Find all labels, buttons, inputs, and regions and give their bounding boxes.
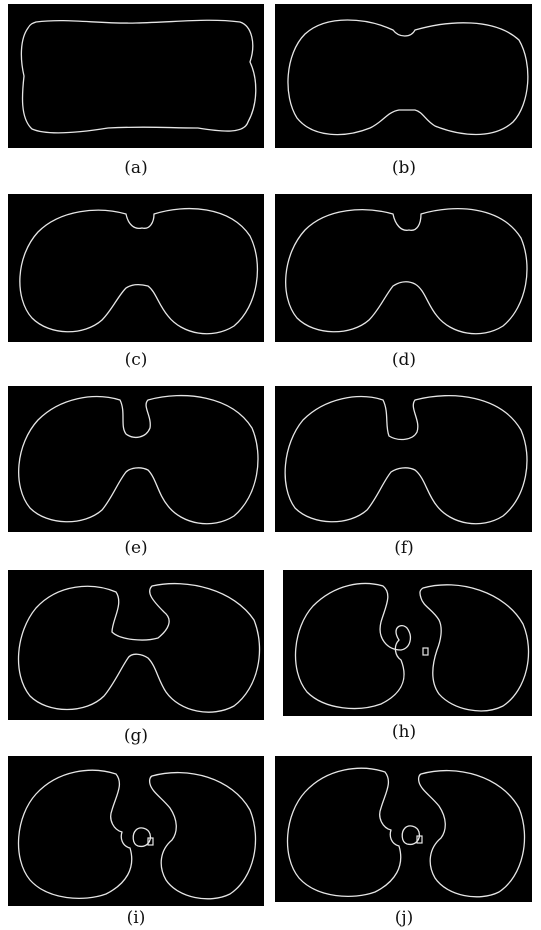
panel-f [275,386,532,532]
caption-b: (b) [364,158,444,178]
caption-f: (f) [364,538,444,558]
caption-h: (h) [364,722,444,742]
caption-d: (d) [364,350,444,370]
panel-g [8,570,264,720]
panel-d [275,194,532,342]
caption-e: (e) [96,538,176,558]
caption-g: (g) [96,726,176,746]
contour-f [275,386,532,532]
contour-b [275,4,532,148]
caption-c: (c) [96,350,176,370]
panel-c [8,194,264,342]
caption-a: (a) [96,158,176,178]
panel-e [8,386,264,532]
caption-j: (j) [364,908,444,928]
panel-j [275,756,532,902]
contour-h [283,570,532,716]
contour-c [8,194,264,342]
contour-e [8,386,264,532]
contour-j [275,756,532,902]
contour-i [8,756,264,906]
panel-b [275,4,532,148]
contour-a [8,4,264,148]
caption-i: (i) [96,908,176,928]
panel-i [8,756,264,906]
panel-a [8,4,264,148]
panel-h [283,570,532,716]
contour-g [8,570,264,720]
contour-d [275,194,532,342]
